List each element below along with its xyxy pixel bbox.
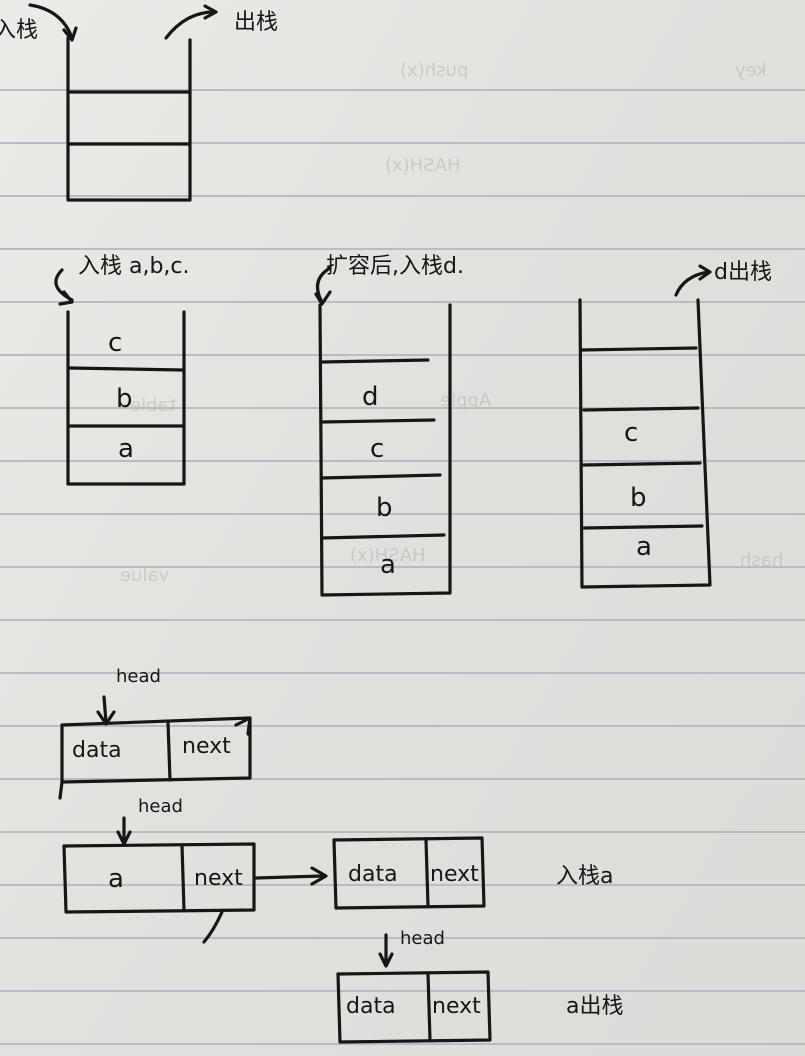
node-push-drawing [62,816,486,944]
stack-cell: c [624,418,639,448]
stack-cell: a [380,550,396,580]
stack-cell: c [370,434,385,464]
node-next-label: next [432,994,481,1019]
stack-cell: a [636,532,652,562]
node-next-label: next [194,866,243,891]
top-stack-drawing [28,3,218,202]
stack-d-drawing [314,266,452,597]
stack-d-caption: 扩容后,入栈d. [326,254,464,279]
node-data-label: data [72,738,122,763]
head-label: head [138,796,183,817]
stack-cell: b [116,384,133,414]
node-empty-drawing [58,695,252,800]
push-a-caption: 入栈a [556,864,614,889]
stack-pop-drawing [578,264,712,589]
push-label: 入栈 [0,18,39,43]
stack-cell: c [108,328,123,358]
head-label: head [116,666,161,687]
node-data-label: data [348,862,398,887]
pop-label: 出栈 [234,10,279,35]
node-data-value: a [108,864,124,894]
node-next-label: next [430,862,479,887]
stack-abc-caption: 入栈 a,b,c. [78,254,190,279]
pop-a-caption: a出栈 [566,994,624,1019]
stack-cell: b [630,483,647,513]
stack-pop-caption: d出栈 [714,260,772,285]
node-pop-drawing [336,933,492,1044]
node-next-label: next [182,734,231,759]
stack-cell: a [118,434,134,464]
stack-abc-drawing [54,268,186,486]
head-label: head [400,928,445,949]
node-data-label: data [346,994,396,1019]
stack-cell: d [362,382,379,412]
stack-cell: b [376,493,393,523]
